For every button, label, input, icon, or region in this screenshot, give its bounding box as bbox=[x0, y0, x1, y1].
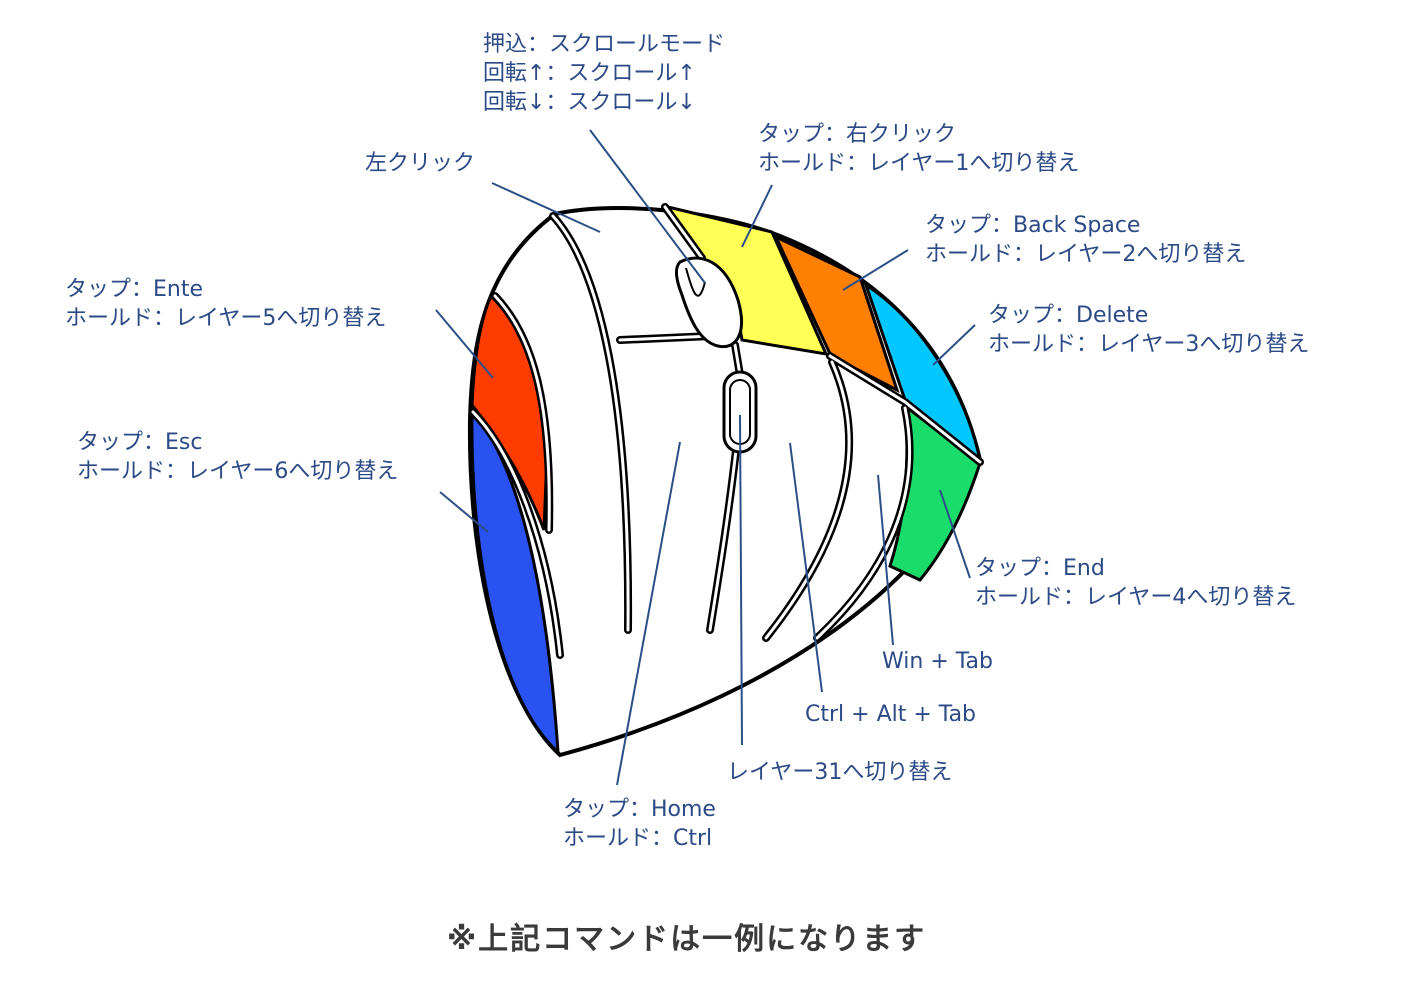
label-line: 回転↑：スクロール↑ bbox=[483, 61, 696, 86]
scroll-wheel bbox=[674, 256, 743, 349]
label-line: タップ：Ente bbox=[65, 277, 204, 302]
label-home: タップ：Home ホールド：Ctrl bbox=[563, 795, 716, 853]
label-line: 押込：スクロールモード bbox=[483, 32, 726, 57]
label-line: ホールド：レイヤー6へ切り替え bbox=[77, 459, 399, 484]
label-line: ホールド：レイヤー4へ切り替え bbox=[975, 585, 1297, 610]
label-line: タップ：Back Space bbox=[925, 213, 1141, 238]
label-line: タップ：右クリック bbox=[758, 122, 957, 147]
label-layer31: レイヤー31へ切り替え bbox=[727, 760, 953, 785]
label-line: ホールド：レイヤー5へ切り替え bbox=[65, 306, 387, 331]
label-win-tab: Win + Tab bbox=[882, 649, 993, 674]
label-enter: タップ：Ente ホールド：レイヤー5へ切り替え bbox=[65, 275, 386, 333]
label-line: タップ：Delete bbox=[988, 303, 1149, 328]
label-wheel: 押込：スクロールモード 回転↑：スクロール↑ 回転↓：スクロール↓ bbox=[483, 30, 725, 117]
leader-lines bbox=[435, 129, 976, 786]
label-line: タップ：Home bbox=[563, 797, 716, 822]
slot-lines bbox=[469, 203, 984, 659]
button-esc-blue bbox=[470, 408, 560, 756]
label-line: タップ：End bbox=[975, 556, 1105, 581]
label-delete: タップ：Delete ホールド：レイヤー3へ切り替え bbox=[988, 301, 1309, 359]
label-line: ホールド：レイヤー1へ切り替え bbox=[758, 151, 1080, 176]
label-ctrl-alt-tab: Ctrl + Alt + Tab bbox=[805, 702, 977, 727]
label-back-space: タップ：Back Space ホールド：レイヤー2へ切り替え bbox=[925, 211, 1246, 269]
label-line: ホールド：レイヤー2へ切り替え bbox=[925, 242, 1247, 267]
label-line: ホールド：レイヤー3へ切り替え bbox=[988, 332, 1310, 357]
label-line: 回転↓：スクロール↓ bbox=[483, 90, 696, 115]
label-line: ホールド：Ctrl bbox=[563, 826, 713, 851]
label-line: タップ：Esc bbox=[77, 430, 203, 455]
label-right-click: タップ：右クリック ホールド：レイヤー1へ切り替え bbox=[758, 120, 1079, 178]
label-esc: タップ：Esc ホールド：レイヤー6へ切り替え bbox=[77, 428, 398, 486]
label-end: タップ：End ホールド：レイヤー4へ切り替え bbox=[975, 554, 1296, 612]
label-left-click: 左クリック bbox=[365, 151, 476, 176]
button-backspace-orange bbox=[772, 233, 900, 394]
footnote: ※上記コマンドは一例になります bbox=[447, 922, 927, 957]
